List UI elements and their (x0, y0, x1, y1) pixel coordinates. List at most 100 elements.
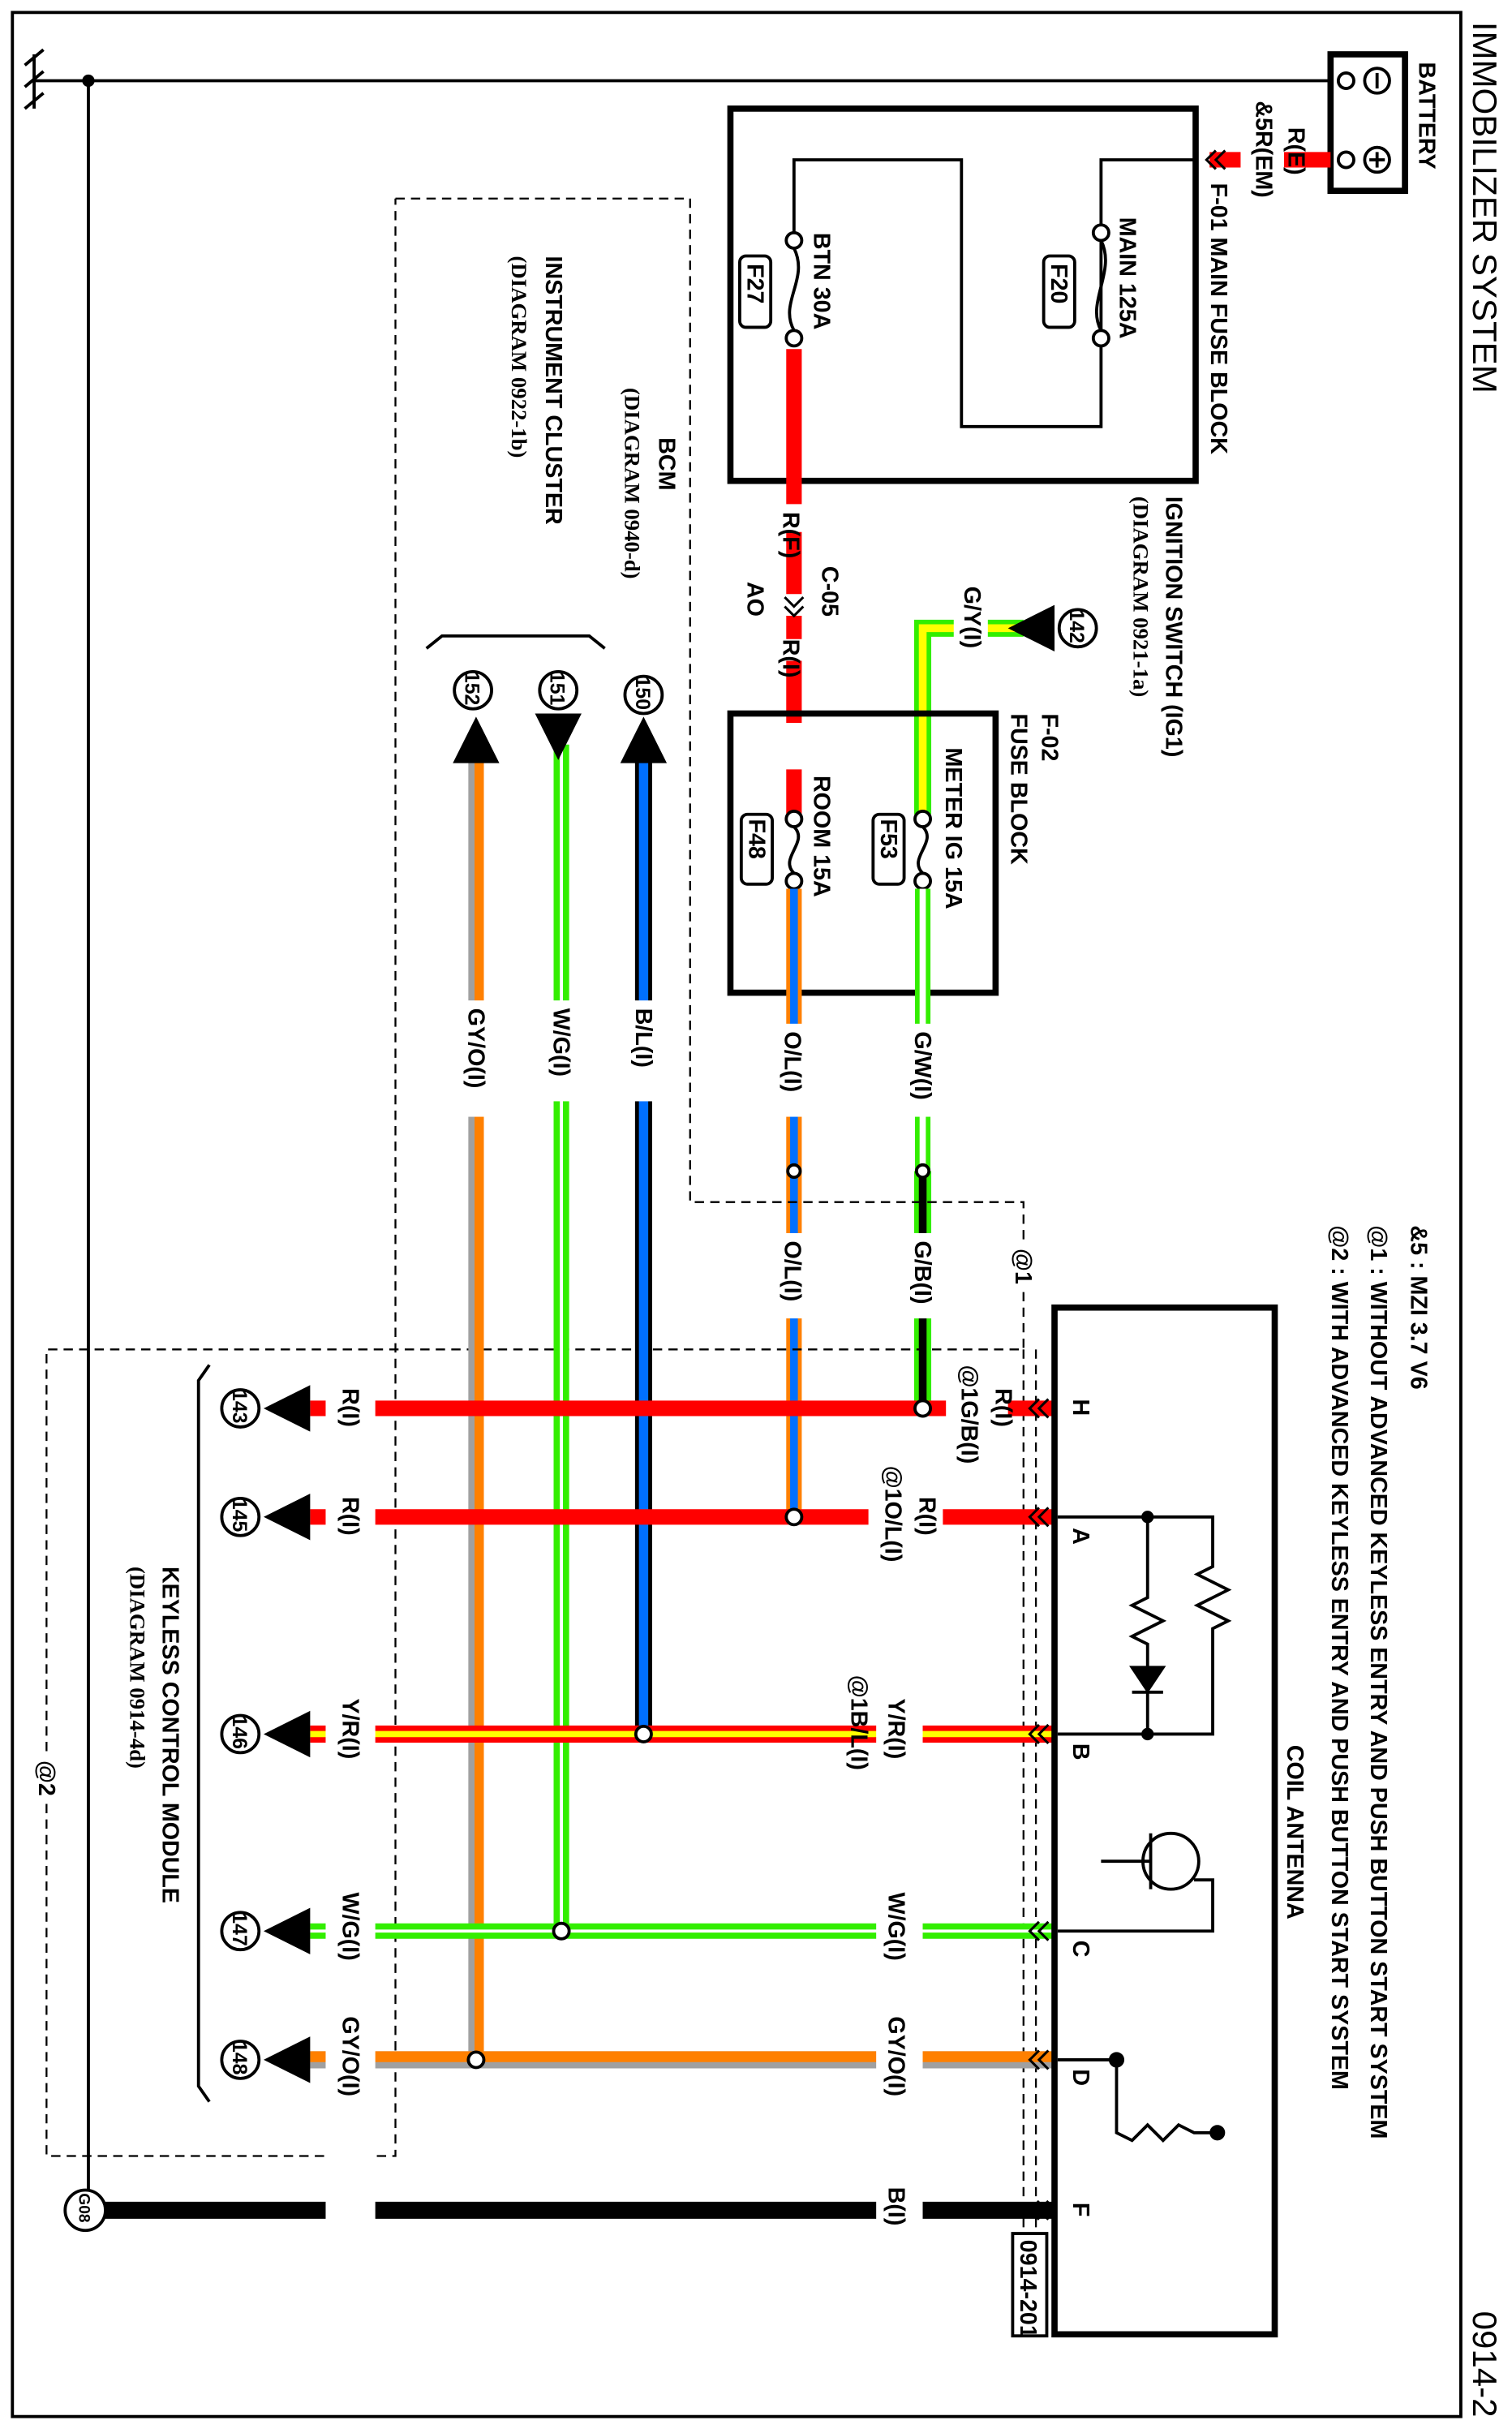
note-2: @1 : WITHOUT ADVANCED KEYLESS ENTRY AND … (1365, 1225, 1391, 2139)
row-d (310, 2051, 1055, 2069)
svg-text:147: 147 (228, 1912, 250, 1945)
ignition-pin: 142 (1065, 609, 1087, 643)
battery-label: BATTERY (1413, 62, 1439, 170)
coil-antenna-box (1051, 1304, 1278, 2338)
pin-a: A (1067, 1528, 1093, 1545)
kcm-ref: (DIAGRAM 0914-4d) (126, 1567, 150, 1769)
meter-fuse-label: METER IG 15A (940, 748, 966, 909)
svg-text:@1G/B(I): @1G/B(I) (956, 1365, 982, 1464)
svg-text:@1B/L(I): @1B/L(I) (846, 1675, 872, 1770)
ground-label: G08 (75, 2193, 92, 2222)
antenna-connector-id: 0914-201 (1015, 2240, 1041, 2338)
option-mark-1: @1 (1010, 1249, 1036, 1284)
fuse-icon (784, 810, 932, 891)
c05-chevron-icon (784, 596, 805, 618)
bcm-pins: 150 151 152 (453, 669, 668, 763)
svg-text:Y/R(I): Y/R(I) (883, 1698, 908, 1759)
wire-label-gb: G/B(I) (909, 1241, 935, 1305)
wire-label-wg: W/G(I) (548, 1008, 574, 1077)
cluster-label: INSTRUMENT CLUSTER (540, 256, 566, 525)
battery-wire-label: R(E) (1283, 127, 1309, 175)
internal-wire (792, 158, 1196, 428)
pin-b: B (1067, 1743, 1093, 1760)
note-1: &5 : MZI 3.7 V6 (1406, 1225, 1432, 1389)
svg-text:R(I): R(I) (337, 1388, 363, 1427)
connector-arrow-icon (453, 716, 500, 763)
room-fuse-id: F48 (743, 819, 769, 858)
ignition-label: IGNITION SWITCH (IG1) (1161, 497, 1187, 758)
pin-c: C (1067, 1941, 1093, 1958)
svg-text:R(I): R(I) (337, 1497, 363, 1536)
fuse-icon (784, 223, 1110, 348)
coil-antenna-label: COIL ANTENNA (1282, 1745, 1308, 1920)
svg-text:143: 143 (228, 1390, 250, 1423)
bcm-pin-150: 150 (631, 677, 653, 710)
f02-label-2: FUSE BLOCK (1005, 713, 1031, 865)
cluster-ref: (DIAGRAM 0922-1b) (507, 256, 531, 458)
fuse-block-f02 (727, 710, 999, 996)
ignition-wire-label: G/Y(I) (959, 587, 985, 648)
antenna-pins: H A B C D F (1067, 1399, 1093, 2217)
antenna-wire-labels: R(I) @1G/B(I) R(I) @1O/L(I) Y/R(I) @1B/L… (846, 1365, 1016, 2225)
meter-fuse-id: F53 (875, 819, 901, 858)
svg-text:GY/O(I): GY/O(I) (883, 2016, 908, 2096)
c05-wire-in: R(F) (777, 512, 803, 558)
svg-text:@1O/L(I): @1O/L(I) (880, 1466, 906, 1563)
battery-wire-label-alt: &5R(EM) (1251, 101, 1277, 197)
note-3: @2 : WITH ADVANCED KEYLESS ENTRY AND PUS… (1326, 1225, 1352, 2089)
antenna-circuit-icon (1057, 1511, 1232, 2143)
connector-chevrons (1028, 1398, 1050, 2220)
svg-text:GY/O(I): GY/O(I) (337, 2016, 363, 2096)
diagram-frame (11, 11, 1463, 2418)
svg-text:W/G(I): W/G(I) (337, 1892, 363, 1960)
main-fuse-id: F20 (1046, 264, 1072, 303)
main-fuse-block (727, 105, 1199, 484)
wire-label-bl: B/L(I) (630, 1008, 656, 1068)
c05-wire-out: R(I) (777, 639, 803, 678)
f02-label: F-02 (1037, 713, 1063, 761)
bcm-option-boundary (45, 197, 1024, 2157)
svg-text:Y/R(I): Y/R(I) (337, 1698, 363, 1759)
room-fuse-label: ROOM 15A (809, 776, 835, 897)
svg-text:R(I): R(I) (990, 1388, 1016, 1427)
svg-text:W/G(I): W/G(I) (883, 1892, 908, 1960)
c05-label: C-05 (816, 566, 842, 617)
page-number: 0914-2 (1466, 2311, 1504, 2418)
wire-label-ol: O/L(I) (779, 1031, 805, 1092)
svg-text:146: 146 (228, 1716, 250, 1749)
ground-point-g08 (63, 2188, 107, 2233)
main-fuse-block-label: F-01 MAIN FUSE BLOCK (1205, 183, 1231, 455)
wire-label-ol-2: O/L(I) (779, 1241, 805, 1302)
ignition-ref: (DIAGRAM 0921-1a) (1129, 497, 1153, 697)
svg-text:R(I): R(I) (914, 1497, 940, 1536)
svg-text:145: 145 (228, 1498, 250, 1533)
main-fuse-label: MAIN 125A (1114, 217, 1140, 339)
diagram-title: IMMOBILIZER SYSTEM (1466, 22, 1504, 393)
row-a (310, 1501, 1055, 1533)
svg-text:B(I): B(I) (883, 2187, 908, 2226)
kcm-pins: 143 145 146 147 148 (220, 1385, 311, 2083)
kcm-bracket (196, 1364, 211, 2103)
pin-d: D (1067, 2069, 1093, 2086)
wire-label-gw: G/W(I) (909, 1031, 935, 1099)
pin-f: F (1067, 2203, 1093, 2217)
kcm-wire-labels: R(I) R(I) Y/R(I) W/G(I) GY/O(I) (337, 1388, 363, 2096)
bcm-pin-151: 151 (546, 672, 568, 706)
connector-arrow-icon (535, 713, 582, 760)
bcm-label: BCM (654, 437, 680, 490)
kcm-label: KEYLESS CONTROL MODULE (157, 1567, 183, 1903)
splice-dots (466, 1399, 932, 2070)
option-mark-2: @2 (33, 1760, 59, 1796)
bcm-ref: (DIAGRAM 0940-d) (620, 388, 644, 579)
connector-arrow-icon (620, 716, 668, 763)
c05-code: AO (741, 582, 767, 617)
chassis-ground-icon (24, 48, 86, 110)
connector-arrow-icon (1007, 604, 1055, 652)
pin-h: H (1067, 1399, 1093, 1417)
btn-fuse-label: BTN 30A (809, 233, 835, 329)
chevron-icon (1205, 149, 1226, 170)
bcm-bracket (425, 634, 606, 650)
battery-icon (1336, 67, 1391, 174)
bcm-pin-152: 152 (461, 672, 483, 705)
